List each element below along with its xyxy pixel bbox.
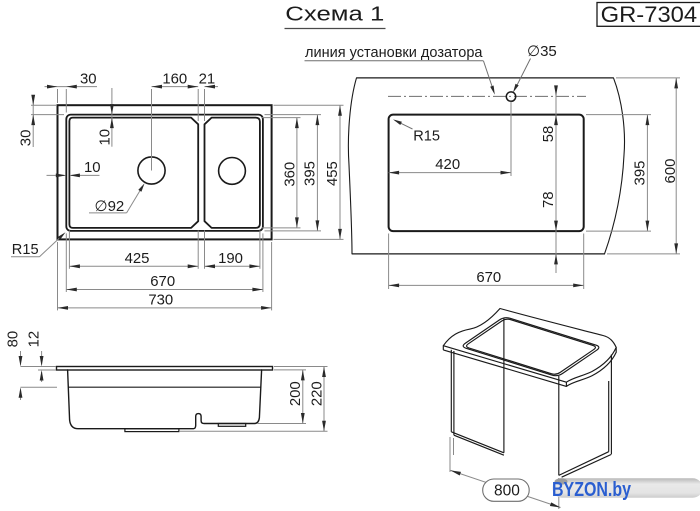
svg-text:Схема 1: Схема 1: [285, 2, 384, 25]
svg-text:∅92: ∅92: [95, 198, 125, 215]
svg-text:425: 425: [125, 251, 150, 267]
svg-text:12: 12: [27, 331, 43, 348]
svg-text:670: 670: [150, 274, 175, 290]
svg-text:395: 395: [303, 161, 319, 186]
svg-text:360: 360: [282, 162, 298, 187]
svg-text:78: 78: [541, 191, 557, 208]
svg-text:21: 21: [199, 71, 216, 87]
svg-text:GR-7304: GR-7304: [601, 2, 698, 27]
svg-text:190: 190: [218, 251, 243, 267]
svg-text:455: 455: [325, 161, 341, 186]
svg-text:линия установки дозатора: линия установки дозатора: [305, 45, 483, 61]
svg-text:R15: R15: [12, 242, 39, 258]
svg-text:160: 160: [162, 71, 187, 87]
svg-text:30: 30: [19, 130, 35, 147]
svg-text:BYZON.by: BYZON.by: [552, 479, 632, 501]
svg-text:220: 220: [309, 381, 325, 406]
svg-text:10: 10: [84, 160, 101, 176]
svg-text:30: 30: [80, 71, 97, 87]
svg-text:58: 58: [541, 126, 557, 143]
svg-text:∅35: ∅35: [527, 43, 557, 60]
svg-text:80: 80: [6, 331, 22, 348]
svg-text:730: 730: [148, 293, 173, 309]
svg-text:600: 600: [663, 159, 679, 184]
svg-text:800: 800: [494, 483, 520, 500]
svg-text:200: 200: [288, 381, 304, 406]
svg-text:R15: R15: [413, 129, 440, 145]
svg-text:395: 395: [632, 161, 648, 186]
svg-text:10: 10: [97, 129, 113, 146]
svg-text:670: 670: [476, 270, 501, 286]
svg-text:420: 420: [435, 157, 460, 173]
